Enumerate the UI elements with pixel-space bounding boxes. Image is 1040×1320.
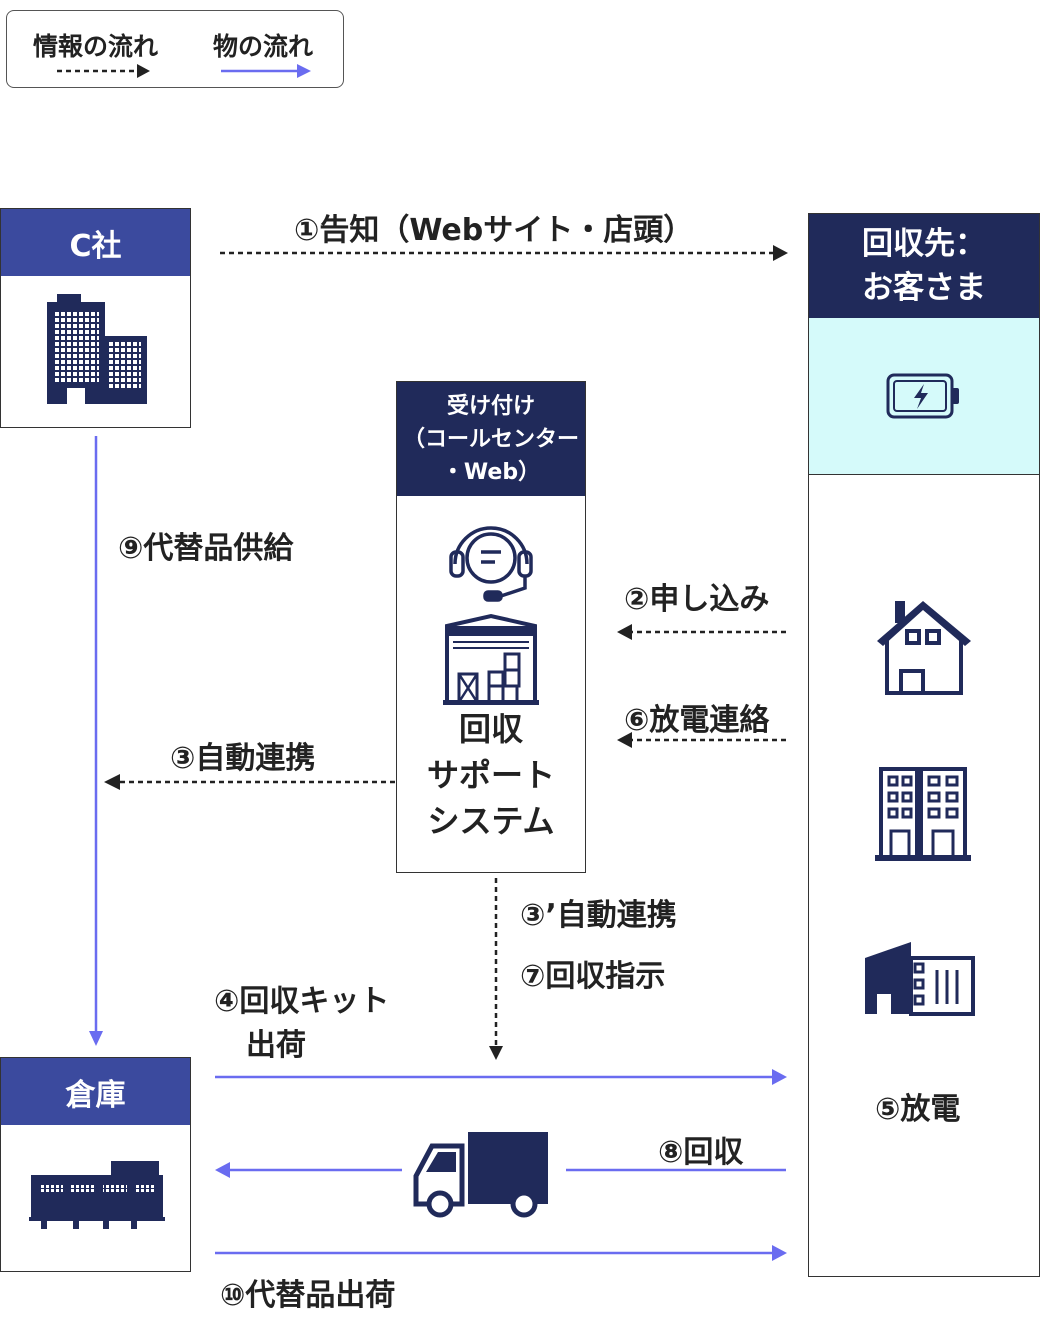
flow-label-f9: ⑨代替品供給 [118,531,294,566]
system-title-line2: サポート [426,756,555,794]
customer-title-line1: 回収先： [862,226,986,262]
flow-label-f6: ⑥放電連絡 [624,703,770,738]
arrow-f10-head [772,1245,787,1261]
battery-panel [809,318,1039,475]
reception-title-line3: ・Web） [441,459,541,485]
flow-label-f1: ①告知（Webサイト・店頭） [294,213,694,248]
legend-info-label: 情報の流れ [33,32,159,61]
storage-warehouse-icon [443,613,539,705]
legend-lines [57,64,311,78]
arrow-f8-head [215,1162,230,1178]
flow-label-f3b: ③’自動連携 [520,898,677,933]
arrow-f3-head [104,774,120,790]
reception-icons [443,526,539,705]
customer-node: 回収先： お客さま [808,213,1040,1277]
customer-locations [875,601,971,861]
c-company-node: C社 [0,208,191,428]
system-title: 回収 サポート システム [397,706,585,844]
legend-info-arrowhead [137,64,150,78]
system-title-line3: システム [427,802,555,840]
call-center-headset-icon [449,526,533,602]
discharge-label: ⑤放電 [875,1092,961,1127]
arrow-f1-head [773,245,788,261]
flow-label-f10: ⑩代替品出荷 [220,1278,396,1313]
reception-title-line1: 受け付け [446,393,535,419]
legend-goods-label: 物の流れ [213,32,314,61]
warehouse-icon [29,1161,165,1229]
flow-label-f4-line2: 出荷 [246,1028,306,1063]
apartment-building-icon [875,767,971,861]
flow-label-f3: ③自動連携 [170,741,316,776]
flow-label-f2: ②申し込み [624,582,770,617]
reception-title: 受け付け （コールセンター ・Web） [397,382,585,496]
arrow-f4-head [772,1069,787,1085]
arrow-f9-head [89,1031,103,1046]
arrow-f3b-head [489,1046,503,1060]
arrow-f2-head [617,624,632,640]
legend-goods-arrowhead [297,64,311,78]
legend: 情報の流れ 物の流れ [6,10,344,88]
delivery-truck-icon [413,1132,548,1218]
office-buildings-icon [47,294,147,404]
house-icon [877,601,971,695]
flow-label-f7: ⑦回収指示 [520,959,666,994]
flow-label-f8: ⑧回収 [658,1135,744,1170]
reception-title-line2: （コールセンター [402,426,579,452]
warehouse-title: 倉庫 [1,1058,190,1125]
flow-label-f4-line1: ④回収キット [214,984,390,1019]
factory-building-icon [865,942,975,1016]
reception-system-node: 受け付け （コールセンター ・Web） [396,381,586,873]
customer-title: 回収先： お客さま [809,214,1039,318]
flow-label-f4: ④回収キット 出荷 [214,980,389,1068]
c-company-title: C社 [1,209,190,276]
battery-charging-icon [886,373,959,419]
system-title-line1: 回収 [458,710,523,748]
customer-title-line2: お客さま [862,270,986,306]
warehouse-node: 倉庫 [0,1057,191,1272]
